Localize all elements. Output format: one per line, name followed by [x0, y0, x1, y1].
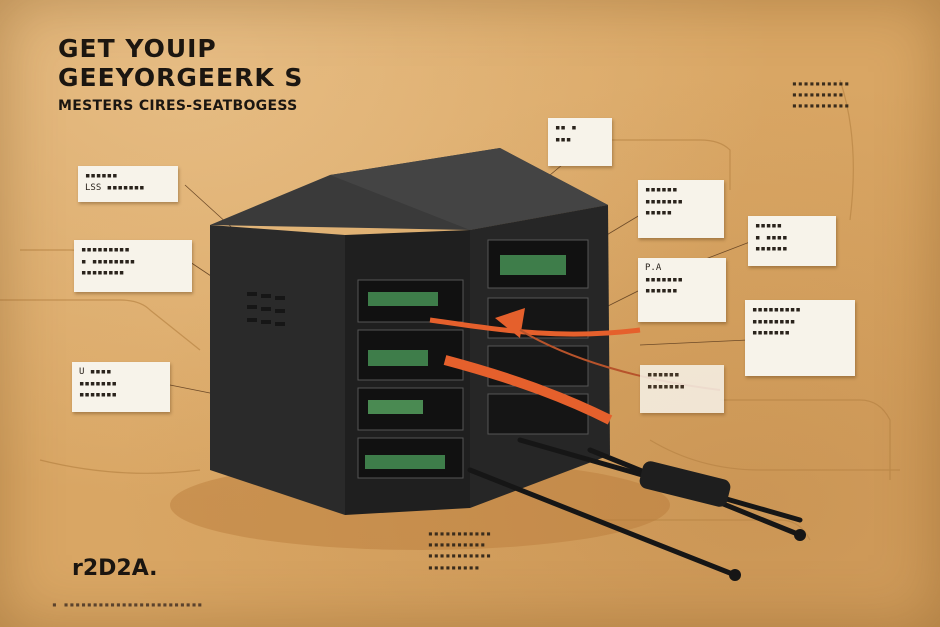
headline: GET YOUIP GEEYORGEERK S MESTERS CIRES-SE…: [58, 36, 303, 113]
footer-text: ▪ ▪▪▪▪▪▪▪▪▪▪▪▪▪▪▪▪▪▪▪▪▪▪▪▪: [52, 600, 204, 609]
bottom-code: r2D2A.: [72, 556, 158, 581]
note-left-1: ▪▪▪▪▪▪ LSS ▪▪▪▪▪▪▪: [78, 166, 178, 202]
note-right-4: ▪▪▪▪▪▪▪▪▪ ▪▪▪▪▪▪▪▪ ▪▪▪▪▪▪▪: [745, 300, 855, 376]
note-left-3: U ▪▪▪▪ ▪▪▪▪▪▪▪ ▪▪▪▪▪▪▪: [72, 362, 170, 412]
note-top: ▪▪ ▪ ▪▪▪: [548, 118, 612, 166]
server-top-right: [330, 148, 608, 230]
scribble-top-right: ▪▪▪▪▪▪▪▪▪▪ ▪▪▪▪▪▪▪▪▪ ▪▪▪▪▪▪▪▪▪▪: [792, 79, 851, 111]
note-right-2: ▪▪▪▪▪ ▪ ▪▪▪▪ ▪▪▪▪▪▪: [748, 216, 836, 266]
server-left-panel: [210, 225, 345, 515]
vent-slits: [247, 292, 285, 326]
cable-trolley-handle: [639, 461, 806, 581]
note-left-2: ▪▪▪▪▪▪▪▪▪ ▪ ▪▪▪▪▪▪▪▪ ▪▪▪▪▪▪▪▪: [74, 240, 192, 292]
scribble-bottom-center: ▪▪▪▪▪▪▪▪▪▪▪ ▪▪▪▪▪▪▪▪▪▪ ▪▪▪▪▪▪▪▪▪▪▪ ▪▪▪▪▪…: [428, 529, 492, 572]
note-right-3: P.A ▪▪▪▪▪▪▪ ▪▪▪▪▪▪: [638, 258, 726, 322]
orange-cables: [429, 308, 721, 425]
rack-shelves-left: [357, 279, 464, 479]
note-right-1: ▪▪▪▪▪▪ ▪▪▪▪▪▪▪ ▪▪▪▪▪: [638, 180, 724, 238]
headline-line-2: GEEYORGEERK S: [58, 63, 304, 92]
headline-line-1: GET YOUIP: [58, 34, 217, 63]
note-right-5: ▪▪▪▪▪▪ ▪▪▪▪▪▪▪: [640, 365, 724, 413]
headline-line-3: MESTERS CIRES-SEATBOGESS: [58, 98, 298, 114]
